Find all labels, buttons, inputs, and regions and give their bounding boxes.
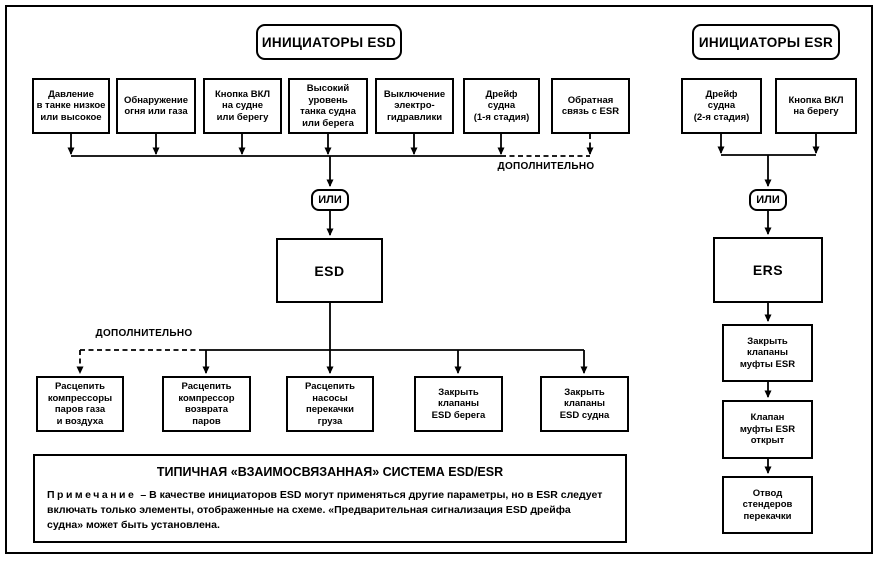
optional-label-bottom: ДОПОЛНИТЕЛЬНО (95, 328, 193, 339)
esd-initiator-box: Обнаружение огня или газа (116, 78, 196, 134)
note-body: – В качестве инициаторов ESD могут приме… (47, 489, 603, 531)
esr-initiators-header: ИНИЦИАТОРЫ ESR (692, 24, 840, 60)
or-gate-esd: ИЛИ (311, 189, 349, 211)
esd-initiator-box: Давление в танке низкое или высокое (32, 78, 110, 134)
esr-initiator-box: Кнопка ВКЛ на берегу (775, 78, 857, 134)
esd-action-box: Закрыть клапаны ESD берега (414, 376, 503, 432)
esd-initiator-box: Выключение электро- гидравлики (375, 78, 454, 134)
note-box: ТИПИЧНАЯ «ВЗАИМОСВЯЗАННАЯ» СИСТЕМА ESD/E… (33, 454, 627, 543)
note-text: Примечание– В качестве инициаторов ESD м… (47, 488, 613, 533)
note-title: ТИПИЧНАЯ «ВЗАИМОСВЯЗАННАЯ» СИСТЕМА ESD/E… (156, 465, 504, 479)
esr-initiator-box: Дрейф судна (2-я стадия) (681, 78, 762, 134)
esd-initiator-box: Высокий уровень танка судна или берега (288, 78, 368, 134)
esd-action-box: Расцепить компрессоры паров газа и возду… (36, 376, 124, 432)
esd-initiators-header: ИНИЦИАТОРЫ ESD (256, 24, 402, 60)
esd-initiator-box: Дрейф судна (1-я стадия) (463, 78, 540, 134)
esd-action-box: Закрыть клапаны ESD судна (540, 376, 629, 432)
note-label: Примечание (47, 489, 137, 501)
esd-initiator-box: Обратная связь с ESR (551, 78, 630, 134)
diagram-border (5, 5, 873, 554)
esd-initiator-box: Кнопка ВКЛ на судне или берегу (203, 78, 282, 134)
optional-label-top: ДОПОЛНИТЕЛЬНО (497, 161, 595, 172)
esr-action-box: Отвод стендеров перекачки (722, 476, 813, 534)
esd-action-box: Расцепить насосы перекачки груза (286, 376, 374, 432)
esr-action-box: Закрыть клапаны муфты ESR (722, 324, 813, 382)
esd-action-box: Расцепить компрессор возврата паров (162, 376, 251, 432)
esd-box: ESD (276, 238, 383, 303)
ers-box: ERS (713, 237, 823, 303)
or-gate-esr: ИЛИ (749, 189, 787, 211)
esr-action-box: Клапан муфты ESR открыт (722, 400, 813, 459)
